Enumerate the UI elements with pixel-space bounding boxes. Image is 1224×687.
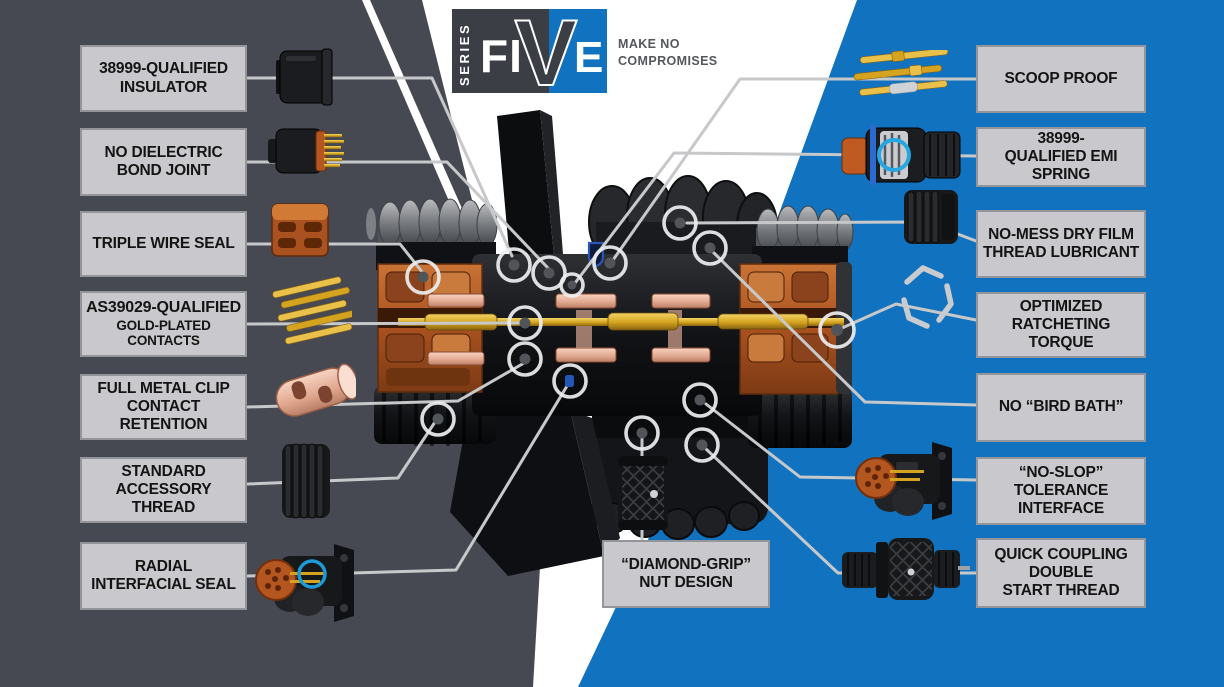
logo-tagline: MAKE NO COMPROMISES bbox=[618, 37, 718, 68]
logo-e-text: E bbox=[574, 33, 603, 82]
target-ratchet-torque bbox=[818, 311, 856, 349]
feature-label-radial-seal: RADIAL INTERFACIAL SEAL bbox=[80, 542, 247, 610]
target-metal-clip bbox=[507, 341, 543, 377]
target-no-slop bbox=[682, 382, 718, 418]
quick-coupling-thumbnail bbox=[842, 538, 970, 600]
insulator-thumbnail bbox=[276, 48, 333, 106]
target-bond-joint bbox=[531, 255, 567, 291]
feature-sublabel-text: GOLD-PLATED CONTACTS bbox=[116, 317, 211, 349]
feature-label-text: “DIAMOND-GRIP” NUT DESIGN bbox=[621, 555, 751, 591]
connector-render bbox=[366, 110, 854, 576]
target-thread-lubricant bbox=[662, 205, 698, 241]
target-bird-bath bbox=[692, 230, 728, 266]
feature-label-text: AS39029-QUALIFIED bbox=[86, 298, 241, 316]
feature-label-text: QUICK COUPLING DOUBLE START THREAD bbox=[994, 545, 1128, 600]
background-left-sliver bbox=[370, 0, 490, 272]
feature-label-quick-coupling: QUICK COUPLING DOUBLE START THREAD bbox=[976, 538, 1146, 608]
feature-label-text: 38999-QUALIFIED INSULATOR bbox=[99, 60, 228, 96]
emi-spring-thumbnail bbox=[841, 125, 961, 185]
target-radial-seal bbox=[552, 363, 588, 399]
feature-label-text: TRIPLE WIRE SEAL bbox=[92, 234, 235, 252]
radial-seal-highlight-ring bbox=[297, 559, 327, 589]
feature-label-text: “NO-SLOP” TOLERANCE INTERFACE bbox=[1013, 463, 1109, 518]
thread-lubricant-thumbnail bbox=[904, 190, 958, 244]
no-slop-thumbnail bbox=[855, 442, 952, 520]
feature-label-text: FULL METAL CLIP CONTACT RETENTION bbox=[97, 379, 230, 434]
feature-label-text: RADIAL INTERFACIAL SEAL bbox=[91, 557, 236, 593]
feature-label-diamond-nut: “DIAMOND-GRIP” NUT DESIGN bbox=[602, 540, 770, 608]
feature-label-thread-lubricant: NO-MESS DRY FILM THREAD LUBRICANT bbox=[976, 210, 1146, 278]
feature-label-insulator: 38999-QUALIFIED INSULATOR bbox=[80, 45, 247, 112]
gold-contacts-thumbnail bbox=[272, 276, 352, 345]
connector-bottom-flange bbox=[450, 410, 620, 576]
line-bird-bath bbox=[711, 250, 978, 407]
feature-label-text: STANDARD ACCESSORY THREAD bbox=[115, 462, 212, 517]
feature-label-text: SCOOP PROOF bbox=[1004, 69, 1118, 87]
feature-label-bond-joint: NO DIELECTRIC BOND JOINT bbox=[80, 128, 247, 196]
feature-label-bird-bath: NO “BIRD BATH” bbox=[976, 373, 1146, 442]
feature-label-text: NO DIELECTRIC BOND JOINT bbox=[104, 143, 223, 179]
feature-label-text: NO “BIRD BATH” bbox=[998, 398, 1124, 416]
accessory-thread-thumbnail bbox=[282, 443, 330, 519]
ratchet-spring-thumbnail bbox=[901, 265, 954, 329]
line-ratchet-torque bbox=[840, 302, 978, 330]
target-gold-contacts bbox=[507, 305, 543, 341]
callout-circles bbox=[405, 205, 856, 463]
target-scoop-proof bbox=[592, 245, 628, 281]
feature-label-no-slop: “NO-SLOP” TOLERANCE INTERFACE bbox=[976, 457, 1146, 525]
target-wire-seal bbox=[405, 259, 441, 295]
metal-clip-thumbnail bbox=[275, 363, 356, 417]
feature-label-gold-contacts: AS39029-QUALIFIED GOLD-PLATED CONTACTS bbox=[80, 291, 247, 357]
connector-top-fin bbox=[497, 110, 563, 262]
line-scoop-proof bbox=[611, 77, 978, 262]
feature-label-ratchet-torque: OPTIMIZED RATCHETING TORQUE bbox=[976, 292, 1146, 358]
logo-blue-box bbox=[549, 9, 607, 93]
radial-seal-thumbnail bbox=[255, 544, 354, 622]
feature-label-text: OPTIMIZED RATCHETING TORQUE bbox=[1011, 297, 1111, 352]
feature-label-text: 38999- QUALIFIED EMI SPRING bbox=[1004, 129, 1118, 184]
diamond-nut-thumbnail bbox=[618, 456, 668, 530]
feature-label-text: NO-MESS DRY FILM THREAD LUBRICANT bbox=[982, 225, 1140, 261]
radial-seal-blue-dot bbox=[565, 375, 574, 387]
series-five-logo-graphic: SERIES FI V E bbox=[452, 0, 607, 106]
logo-series-text: SERIES bbox=[457, 23, 472, 86]
target-quick-coupling bbox=[684, 427, 720, 463]
logo-v-text: V bbox=[515, 9, 578, 93]
logo-dark-box bbox=[452, 9, 549, 93]
series-five-logo: SERIES FI V E bbox=[452, 0, 607, 106]
wire-seal-thumbnail bbox=[271, 203, 329, 257]
target-emi-spring bbox=[559, 272, 585, 298]
feature-label-emi-spring: 38999- QUALIFIED EMI SPRING bbox=[976, 127, 1146, 187]
bond-joint-thumbnail bbox=[268, 128, 344, 174]
scoop-proof-thumbnail bbox=[853, 50, 949, 96]
feature-label-metal-clip: FULL METAL CLIP CONTACT RETENTION bbox=[80, 374, 247, 440]
logo-fi-text: FI bbox=[480, 30, 523, 82]
target-insulator bbox=[496, 247, 532, 283]
target-accessory-thread bbox=[420, 401, 456, 437]
connector-gold-pin bbox=[398, 312, 844, 331]
feature-label-scoop-proof: SCOOP PROOF bbox=[976, 45, 1146, 113]
emi-spring-highlight-ring bbox=[877, 138, 911, 172]
target-diamond-nut bbox=[624, 415, 660, 451]
feature-label-accessory-thread: STANDARD ACCESSORY THREAD bbox=[80, 457, 247, 523]
connector-copper-strips bbox=[427, 293, 711, 366]
feature-label-wire-seal: TRIPLE WIRE SEAL bbox=[80, 211, 247, 277]
connector-right-ridges bbox=[748, 388, 852, 448]
